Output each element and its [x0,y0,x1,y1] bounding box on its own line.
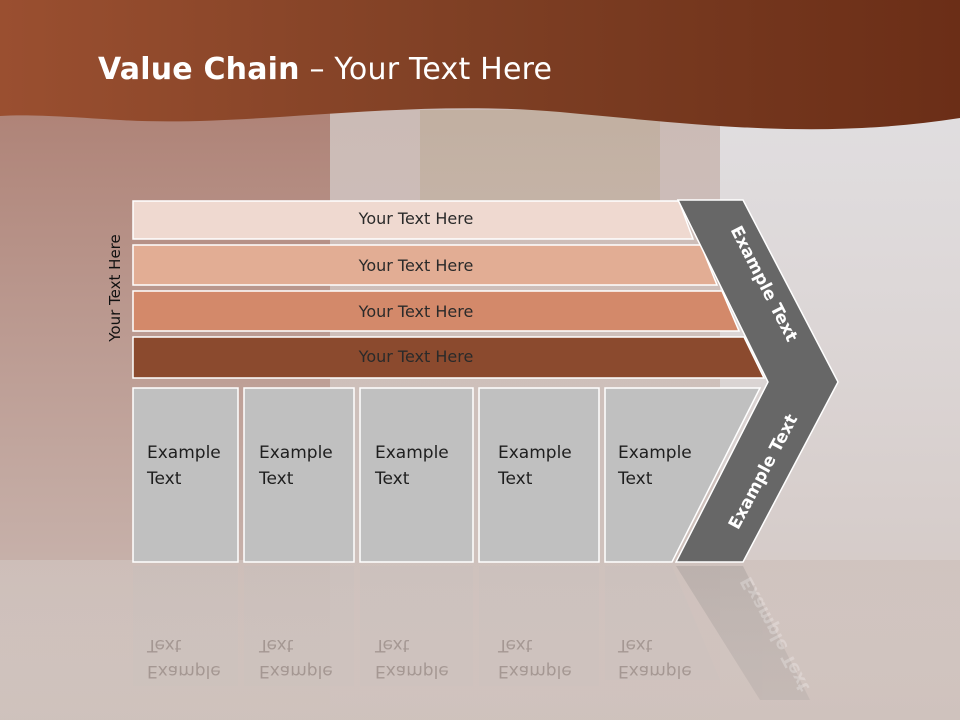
box-2-line1: Example [259,443,333,463]
side-label: Your Text Here [106,234,124,342]
title-rest: – Your Text Here [299,52,553,87]
bar-1-text: Your Text Here [358,209,474,228]
box-4-line2: Text [498,469,533,489]
title-bold: Value Chain [98,52,300,87]
box-5-line2: Text [618,469,653,489]
box-1-line2: Text [147,469,182,489]
box-1-line1: Example [147,443,221,463]
box-5-line1: Example [618,443,692,463]
bar-2-text: Your Text Here [358,256,474,275]
box-4-line1: Example [498,443,572,463]
box-3-line2: Text [375,469,410,489]
box-2-line2: Text [259,469,294,489]
slide-title: Value Chain – Your Text Here [98,52,552,87]
bar-3-text: Your Text Here [358,302,474,321]
box-3-line1: Example [375,443,449,463]
bar-4-text: Your Text Here [358,347,474,366]
